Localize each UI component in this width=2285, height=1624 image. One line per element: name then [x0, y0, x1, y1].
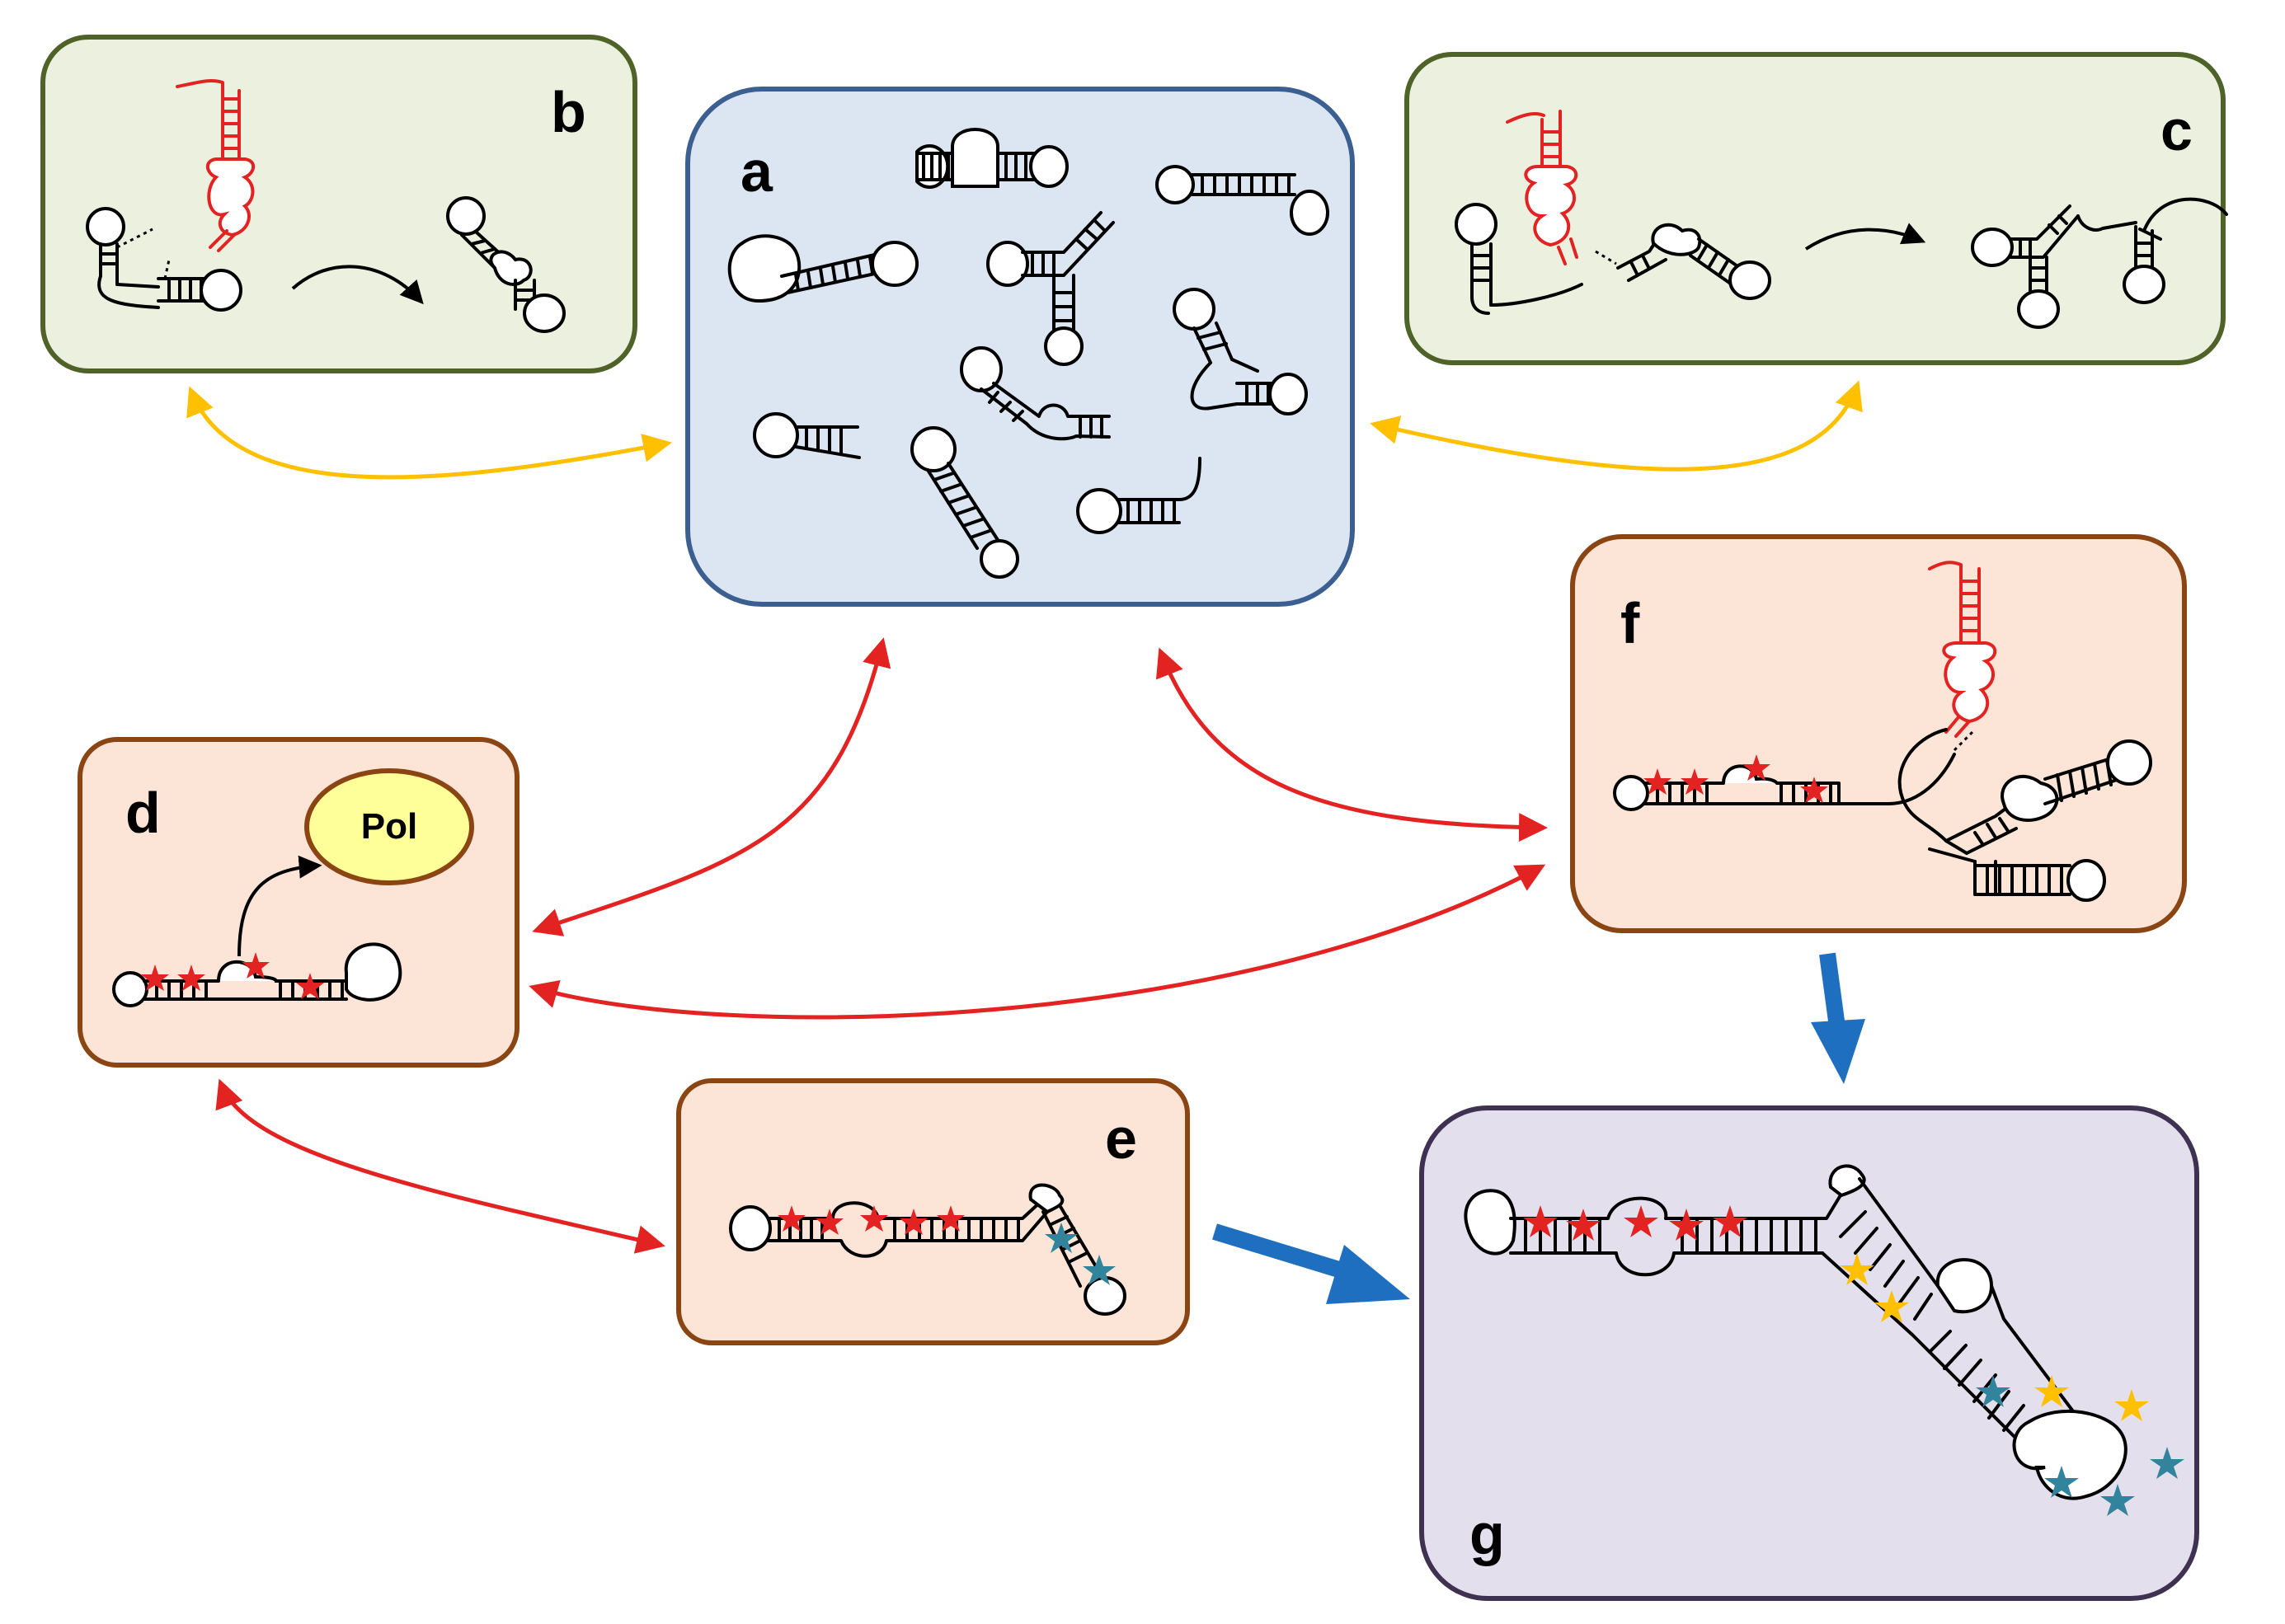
mutation-star: [1681, 768, 1709, 795]
mutation-star: [1624, 1205, 1658, 1237]
panel-e-box: [676, 1078, 1190, 1345]
adaptive-star: [2114, 1389, 2149, 1421]
arrow-d-f: [529, 864, 1546, 1020]
mutation-star: [778, 1205, 806, 1232]
panel-f-box: [1570, 534, 2187, 933]
arrow-d-e: [215, 1078, 665, 1254]
mutation-star: [1643, 768, 1671, 795]
mutation-star: [177, 965, 205, 991]
adaptive-star: [2034, 1375, 2069, 1407]
red-hairpin: [1928, 561, 1997, 738]
red-hairpin: [1506, 110, 1578, 265]
rna-hairpin: [910, 426, 1019, 579]
arrow-b-a: [186, 386, 672, 480]
arrow-f-g: [1811, 952, 1865, 1084]
mutation-star: [242, 952, 270, 979]
arrow-a-f: [1155, 647, 1548, 843]
mutation-star: [1713, 1205, 1747, 1237]
panel-g-content: [1464, 1164, 2184, 1516]
panel-d-content: Pol: [112, 768, 474, 1007]
mutation-star: [1566, 1209, 1601, 1241]
arrow-e-g: [1212, 1223, 1410, 1304]
panel-b-content: [86, 78, 566, 333]
substrate-rna: [1897, 728, 2152, 902]
polymerase-label: Pol: [361, 806, 417, 847]
reaction-arrow: [1804, 223, 1926, 251]
replicase-rna: [112, 942, 402, 1007]
panel-f-letter: f: [1620, 591, 1640, 655]
panel-a-box: [685, 87, 1355, 607]
rna-hairpin: [915, 128, 1069, 189]
adaptive-star: [2150, 1447, 2184, 1479]
substrate-rna: [1455, 203, 1771, 315]
mutation-star: [900, 1209, 928, 1235]
adaptive-star: [2100, 1484, 2135, 1516]
ligated-product: [446, 196, 566, 333]
mutation-star: [141, 965, 169, 991]
ligated-product: [1971, 197, 2228, 329]
panel-a-letter: a: [741, 139, 773, 204]
rna-hairpin: [960, 346, 1111, 441]
mutation-star: [1800, 777, 1828, 803]
panel-c-content: [1455, 110, 2228, 329]
rna-stem: [753, 412, 861, 459]
catalysis-arrow: [237, 855, 322, 957]
panel-e-letter: e: [1105, 1106, 1137, 1171]
adaptive-star: [1045, 1223, 1078, 1253]
adaptive-star: [2044, 1466, 2079, 1498]
arrow-a-c: [1370, 380, 1863, 472]
panel-f-content: [1613, 561, 2152, 902]
adaptive-star: [1083, 1255, 1116, 1285]
adaptive-star: [1840, 1253, 1874, 1285]
mutation-star: [860, 1205, 888, 1232]
mutation-star: [1742, 754, 1770, 781]
rna-hairpin: [1155, 165, 1329, 236]
rna-three-way-junction: [986, 211, 1115, 366]
arrow-a-d: [532, 637, 891, 936]
panel-e-content: [729, 1183, 1126, 1316]
mutation-star: [1523, 1205, 1558, 1237]
replicase-rna: [1613, 728, 1977, 811]
rna-pool: [727, 128, 1329, 579]
mutation-star: [1669, 1209, 1704, 1241]
panel-d-letter: d: [125, 781, 161, 845]
mutation-star: [937, 1205, 965, 1232]
adaptive-star: [1976, 1375, 2010, 1407]
reaction-arrow: [291, 265, 424, 305]
rna-hairpin: [727, 234, 919, 303]
panel-g-letter: g: [1469, 1502, 1505, 1566]
panel-c-letter: c: [2160, 98, 2193, 162]
polymerase: [304, 768, 474, 885]
rna-hairpin: [1076, 457, 1201, 534]
red-hairpin: [176, 78, 256, 252]
rna-hairpin: [1173, 288, 1308, 415]
panel-g-box: [1419, 1105, 2199, 1601]
panel-c-box: [1404, 52, 2226, 365]
mutation-star: [816, 1209, 844, 1235]
panel-b-letter: b: [551, 80, 586, 144]
mutation-star: [296, 973, 324, 999]
adaptive-star: [1874, 1290, 1909, 1322]
substrate-rna: [86, 207, 242, 312]
